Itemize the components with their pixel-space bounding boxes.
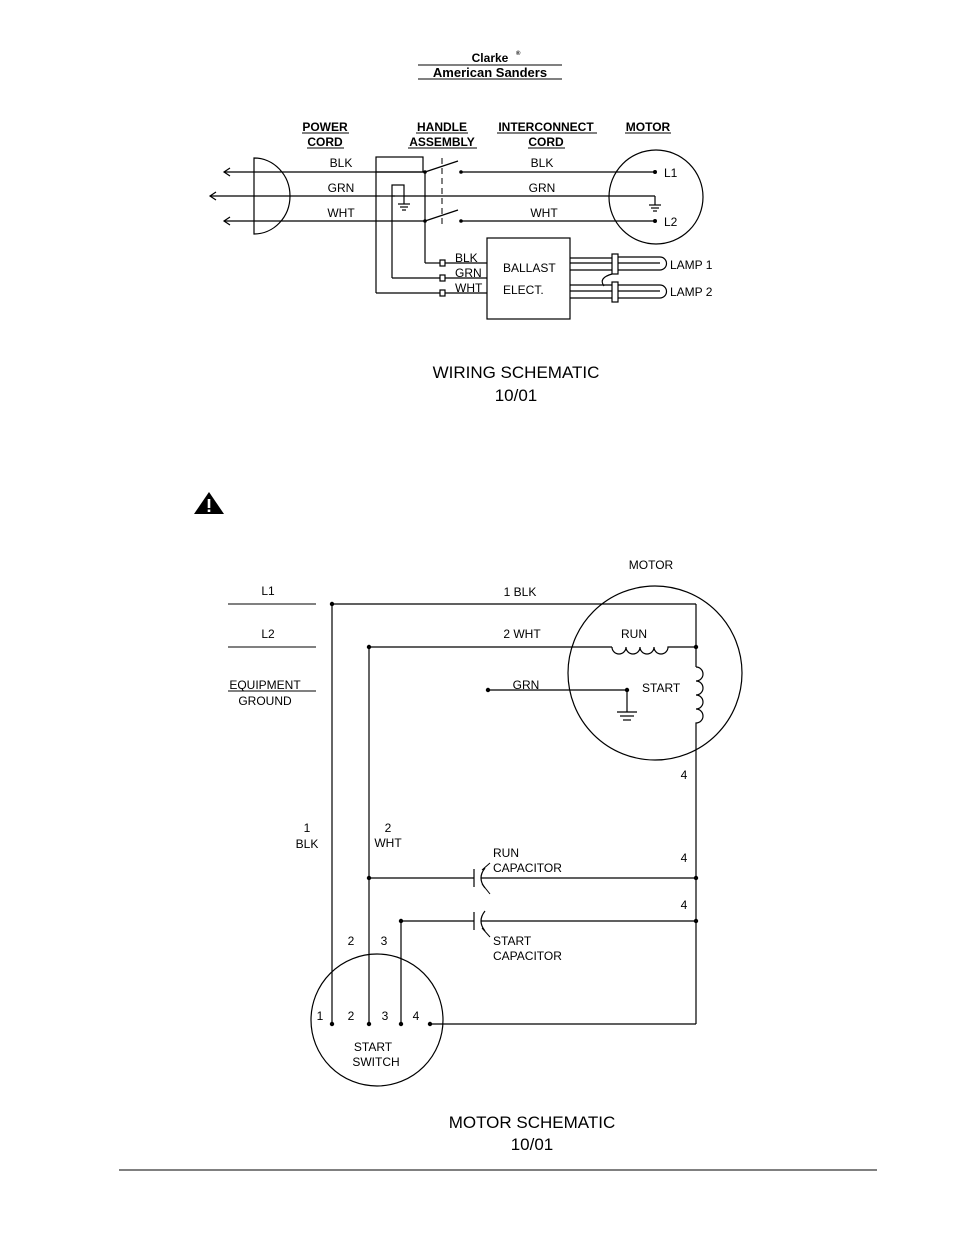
lamp-connections xyxy=(570,253,668,303)
run-capacitor-label-1: RUN xyxy=(493,846,519,860)
supply-l1: L1 xyxy=(261,584,275,598)
wiring-schematic-title: WIRING SCHEMATIC xyxy=(433,363,600,382)
inter-wire-grn: GRN xyxy=(529,181,556,195)
motor-circle xyxy=(567,585,743,761)
ballast-wire-blk: BLK xyxy=(455,251,478,265)
wire-4-label-a: 4 xyxy=(681,768,688,782)
switch-wire-2-label: 2 xyxy=(348,934,355,948)
run-winding xyxy=(611,646,696,655)
wire-2-color: WHT xyxy=(374,836,402,850)
inter-wire-blk: BLK xyxy=(531,156,554,170)
equipment-ground-2: GROUND xyxy=(238,694,292,708)
ballast-wire-wht: WHT xyxy=(455,281,483,295)
ballast-box xyxy=(486,237,571,320)
motor-schematic: MOTOR L1 L2 EQUIPMENT GROUND 1 BLK 2 WHT… xyxy=(228,558,743,1154)
power-plug-shape xyxy=(253,157,291,235)
plug-arrows xyxy=(208,167,380,226)
power-wire-wht: WHT xyxy=(327,206,355,220)
ballast-label-1: BALLAST xyxy=(503,261,556,275)
brand-line1: Clarke xyxy=(472,51,509,65)
col-interconnect-cord-2: CORD xyxy=(528,135,564,149)
motor-label: MOTOR xyxy=(629,558,674,572)
wiring-schematic: POWER CORD HANDLE ASSEMBLY INTERCONNECT … xyxy=(208,120,713,405)
ballast-label-2: ELECT. xyxy=(503,283,544,297)
ballast-wire-grn: GRN xyxy=(455,266,482,280)
wiring-motor-circle xyxy=(608,149,704,245)
col-motor: MOTOR xyxy=(626,120,671,134)
equipment-ground-1: EQUIPMENT xyxy=(229,678,301,692)
ballast-terminals xyxy=(439,259,487,297)
switch-terminal-2: 2 xyxy=(348,1009,355,1023)
handle-assembly xyxy=(375,156,463,294)
motor-schematic-date: 10/01 xyxy=(511,1135,554,1154)
brand-trademark: ® xyxy=(516,50,521,57)
switch-terminal-4: 4 xyxy=(413,1009,420,1023)
start-capacitor-label-2: CAPACITOR xyxy=(493,949,562,963)
inter-wire-wht: WHT xyxy=(530,206,558,220)
ground-symbol xyxy=(617,690,637,721)
start-switch-label-1: START xyxy=(354,1040,393,1054)
wire-4-label-b: 4 xyxy=(681,851,688,865)
lamp2-label: LAMP 2 xyxy=(670,285,713,299)
run-capacitor-label-2: CAPACITOR xyxy=(493,861,562,875)
brand-line2: American Sanders xyxy=(433,65,547,80)
switch-terminal-1: 1 xyxy=(317,1009,324,1023)
motor-schematic-title: MOTOR SCHEMATIC xyxy=(449,1113,616,1132)
brand-logo: Clarke ® American Sanders xyxy=(418,50,562,80)
warning-icon xyxy=(194,492,224,514)
run-winding-label: RUN xyxy=(621,627,647,641)
col-handle-assembly-1: HANDLE xyxy=(417,120,467,134)
wire-2-number: 2 xyxy=(385,821,392,835)
power-wire-grn: GRN xyxy=(328,181,355,195)
grn-wire-label: GRN xyxy=(513,678,540,692)
start-switch-circle xyxy=(310,953,444,1087)
wire-4-label-c: 4 xyxy=(681,898,688,912)
col-handle-assembly-2: ASSEMBLY xyxy=(409,135,475,149)
wire-label-1-blk: 1 BLK xyxy=(504,585,537,599)
wire-label-2-wht: 2 WHT xyxy=(503,627,541,641)
col-interconnect-cord-1: INTERCONNECT xyxy=(498,120,594,134)
lamp1-label: LAMP 1 xyxy=(670,258,713,272)
col-power-cord-1: POWER xyxy=(302,120,348,134)
power-wire-blk: BLK xyxy=(330,156,353,170)
motor-terminal-l2: L2 xyxy=(664,215,678,229)
start-winding xyxy=(695,666,704,1024)
wiring-schematic-date: 10/01 xyxy=(495,386,538,405)
col-power-cord-2: CORD xyxy=(307,135,343,149)
start-winding-label: START xyxy=(642,681,681,695)
wire-1-number: 1 xyxy=(304,821,311,835)
wire-1-color: BLK xyxy=(296,837,319,851)
start-switch-label-2: SWITCH xyxy=(352,1055,399,1069)
switch-terminal-3: 3 xyxy=(382,1009,389,1023)
switch-wire-3-label: 3 xyxy=(381,934,388,948)
motor-terminal-l1: L1 xyxy=(664,166,678,180)
start-capacitor-label-1: START xyxy=(493,934,532,948)
supply-l2: L2 xyxy=(261,627,275,641)
